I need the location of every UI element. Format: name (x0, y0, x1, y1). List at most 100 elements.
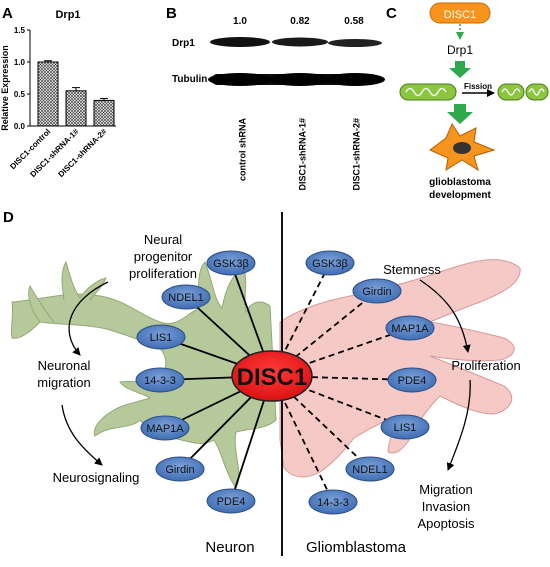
glio-node-7-ellipse (308, 489, 358, 515)
lane-label-3: DISC1-shRNA-2# (351, 118, 361, 191)
glio-node-5-label: LIS1 (394, 422, 417, 434)
y-tick-label: 0.5 (14, 90, 26, 99)
neuron-node-3-label: LIS1 (150, 332, 173, 344)
panel-d: D Neural progenitor proliferation Neuron… (3, 209, 521, 556)
glio-node-7-label: 14-3-3 (317, 497, 349, 509)
neuron-node-3-ellipse (136, 324, 186, 350)
neuron-node-7-ellipse (206, 488, 256, 514)
lane-label-2: DISC1-shRNA-1# (297, 118, 307, 191)
x-tick-label: DISC1-shRNA-1# (28, 127, 80, 179)
blot-label-drp1: Drp1 (172, 38, 195, 49)
fission-label: Fission (464, 82, 492, 91)
y-tick-label: 0.0 (14, 122, 26, 131)
glio-node-4-ellipse (387, 367, 437, 393)
panel-b: B 1.0 0.82 0.58 Drp1 Tubulin control shR… (166, 5, 385, 191)
ratio-3: 0.58 (344, 16, 364, 27)
glio-node-2-label: Girdin (362, 286, 391, 298)
glio-node-3: MAP1A (385, 315, 435, 341)
arrow-left-bottom (61, 404, 103, 466)
disc1-center-node (231, 350, 313, 402)
glio-node-3-label: MAP1A (391, 323, 429, 335)
neuron-node-6-label: Girdin (165, 464, 194, 476)
text-apoptosis: Apoptosis (417, 516, 475, 531)
neuron-node-7-label: PDE4 (217, 496, 246, 508)
glio-node-6-label: NDEL1 (352, 464, 387, 476)
neuron-node-7: PDE4 (206, 488, 256, 514)
drp1-label: Drp1 (447, 43, 473, 57)
x-tick-label: DISC1-shRNA-2# (56, 127, 108, 179)
blot-label-tubulin: Tubulin (172, 74, 207, 85)
panel-c-letter: C (386, 5, 397, 22)
neuron-node-3: LIS1 (136, 324, 186, 350)
neuron-node-5-label: MAP1A (146, 423, 184, 435)
neuron-node-6-ellipse (155, 456, 205, 482)
green-arrow-2 (447, 104, 473, 124)
neuron-node-1-ellipse (206, 250, 256, 276)
outcome-line-1: glioblastoma (429, 177, 491, 188)
glio-node-4-label: PDE4 (398, 375, 427, 387)
neuron-node-2-label: NDEL1 (168, 292, 203, 304)
drp1-bands (210, 37, 382, 47)
disc1-center-label: DISC1 (237, 364, 308, 391)
text-invasion: Invasion (422, 499, 470, 514)
panel-a-letter: A (2, 5, 13, 22)
disc1-box (429, 2, 491, 24)
arrow-left-top (68, 281, 109, 356)
lane-label-1: control shRNA (237, 117, 247, 181)
text-neural: Neural (144, 232, 182, 247)
glio-node-1-ellipse (305, 250, 355, 276)
glio-node-1: GSK3β (305, 250, 355, 276)
panel-a-yticks: 0.0 0.5 1.0 1.5 (14, 26, 30, 131)
text-proliferation-right: Proliferation (451, 358, 520, 373)
y-tick-label: 1.0 (14, 58, 26, 67)
bar (37, 61, 59, 127)
arrow-right-bottom (446, 379, 471, 471)
glio-node-5: LIS1 (380, 414, 430, 440)
disc1-box-label: DISC1 (444, 9, 476, 21)
text-neurosignaling: Neurosignaling (53, 470, 140, 485)
neuron-node-5-ellipse (140, 415, 190, 441)
glio-node-6-ellipse (345, 456, 395, 482)
text-progenitor: progenitor (134, 249, 193, 264)
panel-c: C DISC1 Drp1 Fission glioblastoma develo… (386, 2, 549, 201)
mitochondrion-right-icon (497, 83, 549, 101)
glio-node-2: Girdin (352, 278, 402, 304)
glio-node-3-ellipse (385, 315, 435, 341)
glio-node-5-ellipse (380, 414, 430, 440)
mitochondrion-left-icon (399, 83, 457, 101)
panel-a: A Drp1 Relative Expression 0.00.51.01.5 … (0, 5, 116, 179)
glioblastoma-cell-icon (429, 122, 496, 172)
neuron-node-4-label: 14-3-3 (144, 375, 176, 387)
outcome-line-2: development (429, 190, 491, 201)
glio-label: Gliomblastoma (306, 539, 407, 556)
neuron-node-4-ellipse (135, 367, 185, 393)
neuron-label: Neuron (205, 539, 254, 556)
text-stemness: Stemness (383, 262, 441, 277)
neuron-node-2: NDEL1 (161, 284, 211, 310)
glio-node-6: NDEL1 (345, 456, 395, 482)
bar (93, 99, 115, 127)
panel-a-bars (37, 60, 115, 127)
neuron-node-5: MAP1A (140, 415, 190, 441)
tubulin-bands (208, 73, 385, 86)
ratio-2: 0.82 (290, 16, 310, 27)
text-proliferation-left: proliferation (129, 266, 197, 281)
panel-a-ylabel: Relative Expression (0, 45, 10, 131)
glio-node-1-label: GSK3β (312, 258, 348, 270)
text-migration-left: migration (37, 375, 90, 390)
panel-a-xticks: DISC1-controlDISC1-shRNA-1#DISC1-shRNA-2… (8, 127, 108, 179)
neuron-node-1: GSK3β (206, 250, 256, 276)
ratio-1: 1.0 (233, 16, 247, 27)
green-arrow-1 (449, 61, 471, 78)
y-tick-label: 1.5 (14, 26, 26, 35)
arrow-right-top (419, 279, 471, 353)
bar (65, 90, 87, 127)
text-neuronal: Neuronal (38, 358, 91, 373)
panel-b-letter: B (166, 5, 177, 22)
neuron-node-6: Girdin (155, 456, 205, 482)
neuron-node-1-label: GSK3β (213, 258, 249, 270)
protein-nodes: GSK3βNDEL1LIS114-3-3MAP1AGirdinPDE4GSK3β… (135, 250, 437, 515)
x-tick-group: DISC1-shRNA-2# (56, 127, 108, 179)
glio-node-2-ellipse (352, 278, 402, 304)
